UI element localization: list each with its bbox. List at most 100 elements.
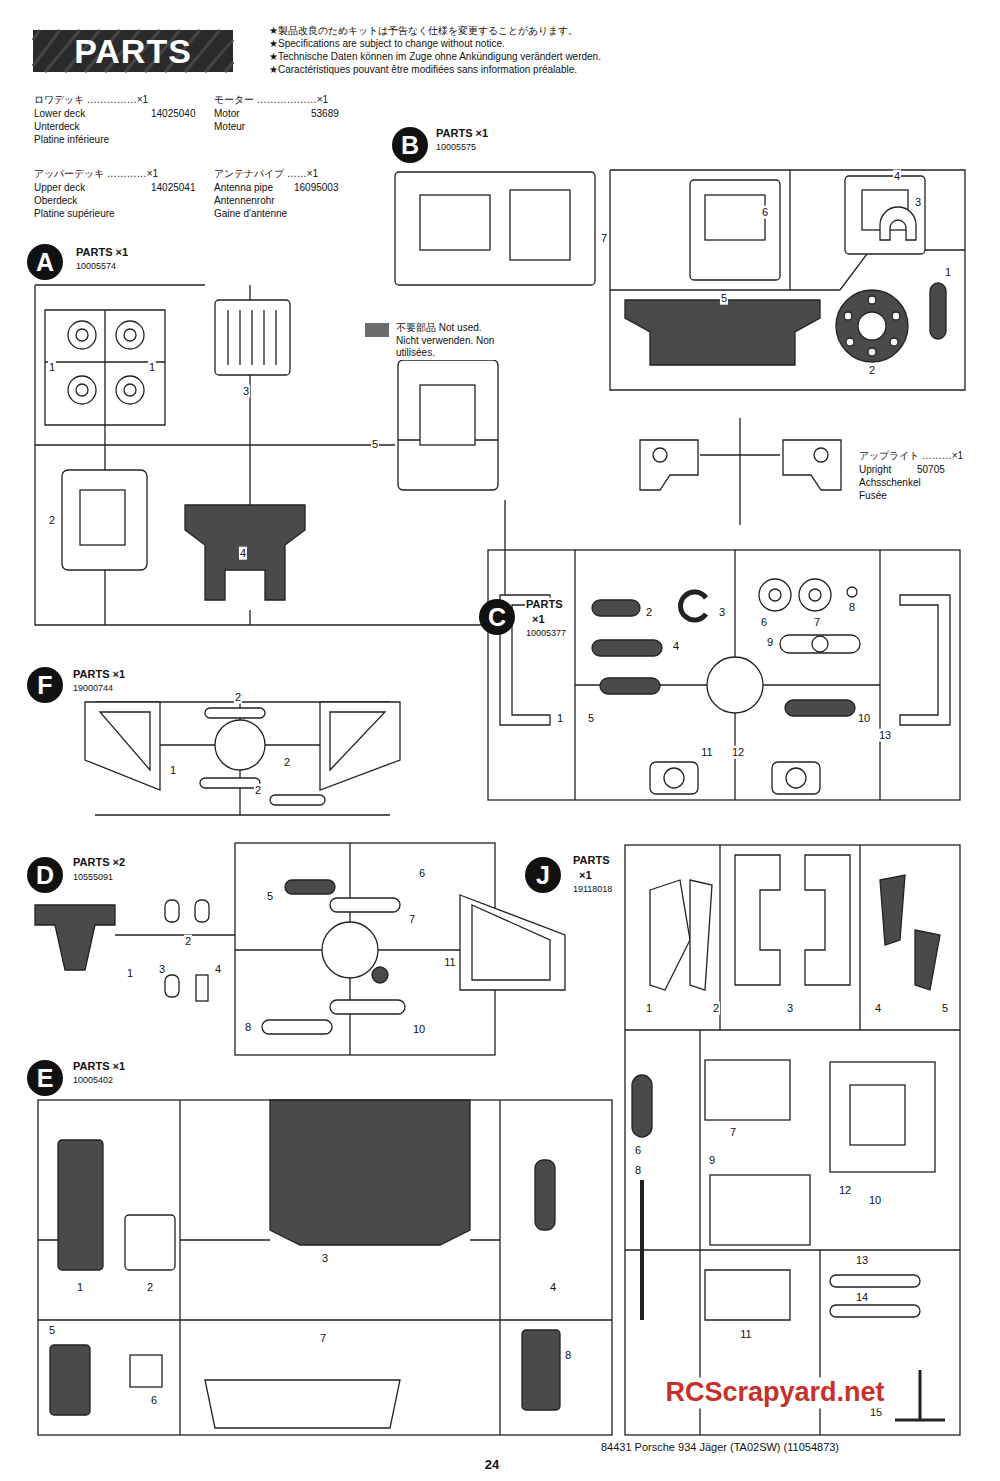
sprue-a-shape (398, 360, 498, 490)
sprue-b-shape (846, 338, 854, 346)
sprue-f (85, 702, 400, 815)
part-label: 50705 (916, 464, 946, 476)
sprue-f-shape (330, 712, 385, 770)
callout-number: 4 (549, 1281, 557, 1294)
sprue-e-shape (125, 1215, 175, 1270)
callout-number: 3 (321, 1252, 329, 1265)
sprue-d-shape (235, 843, 495, 1055)
sprue-d-shape (165, 900, 179, 922)
sprue-j-shape (705, 1060, 790, 1120)
sprue-j-shape (805, 855, 850, 985)
sprue-j-shape (640, 1180, 644, 1320)
callout-number: 4 (672, 640, 680, 653)
callout-number: 8 (244, 1021, 252, 1034)
sprue-letter-circle: A (27, 244, 63, 280)
callout-number: 7 (600, 232, 608, 245)
part-label: モーター ………………×1 (213, 94, 329, 106)
callout-number: 12 (731, 746, 745, 759)
part-label: Platine inférieure (33, 134, 110, 146)
callout-number: 9 (708, 1154, 716, 1167)
callout-number: 11 (700, 746, 713, 759)
sprue-c-shape (785, 700, 855, 716)
sprue-c-shape (650, 762, 698, 794)
part-label: アッパーデッキ …………×1 (33, 168, 159, 180)
callout-number: 2 (868, 364, 876, 377)
callout-number: 2 (234, 691, 242, 704)
part-label: Fusée (858, 490, 888, 502)
callout-number: 84431 Porsche 934 Jäger (TA02SW) (110548… (600, 1441, 840, 1454)
sprue-letter-circle: B (392, 127, 428, 163)
callout-number: 2 (283, 756, 291, 769)
callout-number: 7 (408, 913, 416, 926)
callout-number: 10 (857, 712, 871, 725)
sprue-d-shape (262, 1020, 332, 1034)
callout-number: 1 (944, 266, 952, 279)
callout-number: 10 (868, 1194, 882, 1207)
sprue-a-shape (116, 321, 144, 349)
sprue-e-shape (522, 1330, 560, 1410)
sprue-letter: B (401, 133, 419, 158)
sprue-b-shape (858, 312, 886, 340)
sprue-c-shape (664, 768, 684, 788)
sprue-d-shape (472, 905, 550, 980)
callout-number: 2 (254, 784, 262, 797)
callout-number: 2 (645, 606, 653, 619)
upright-sprue-shape (640, 440, 698, 490)
callout-number: 6 (634, 1144, 642, 1157)
sprue-d-shape (195, 900, 209, 922)
sprue-j-shape (915, 930, 940, 990)
sprue-c (488, 550, 960, 800)
sprue-c-shape (488, 550, 960, 800)
title-heading: PARTS (33, 30, 233, 72)
callout-number: 6 (418, 867, 426, 880)
upright-sprue-shape (653, 448, 667, 462)
sprue-d-shape (330, 898, 400, 912)
sprue-letter: F (37, 673, 52, 698)
sprue-a-shape (76, 329, 88, 341)
sprue-a-shape (80, 490, 125, 545)
sprue-e-shape (205, 1380, 400, 1428)
sprue-c-shape (772, 762, 820, 794)
sprue-f-shape (100, 712, 150, 770)
title-band-shape (33, 30, 233, 72)
sprue-b-shape (610, 170, 965, 390)
sprue-c-shape (592, 600, 640, 616)
sprue-letter-circle: D (27, 857, 63, 893)
part-label: ×1 (578, 869, 593, 882)
sprue-b-shape (690, 180, 780, 280)
upright-sprue-shape (814, 448, 828, 462)
callout-number: 6 (760, 616, 768, 629)
sprue-d-shape (115, 843, 495, 1055)
callout-number: 5 (266, 890, 274, 903)
sprue-b-shape (844, 312, 852, 320)
sprue-f-shape (320, 702, 400, 790)
part-label: PARTS ×1 (72, 1060, 126, 1073)
sprue-d (35, 843, 565, 1055)
sprue-a-shape (116, 376, 144, 404)
sprue-d-shape (285, 880, 335, 894)
sprue-e-shape (38, 1100, 612, 1435)
sprue-letter-circle: E (27, 1060, 63, 1096)
part-label: ×1 (531, 613, 546, 626)
sprue-letter-circle: F (27, 667, 63, 703)
callout-number: 2 (146, 1281, 154, 1294)
sprue-j-shape (710, 1175, 810, 1245)
sprue-c-shape (809, 589, 821, 601)
callout-number: 1 (48, 361, 56, 374)
part-label: Antenna pipe (213, 182, 274, 194)
sprue-c-shape (681, 592, 706, 620)
callout-number: 1 (126, 967, 134, 980)
sprue-f-shape (85, 702, 160, 790)
part-label: 19000744 (72, 683, 114, 693)
sprue-j-shape (625, 845, 960, 1435)
callout-number: 8 (848, 601, 856, 614)
callout-number: 2 (48, 514, 56, 527)
part-label: ★Caractéristiques pouvant être modifiées… (268, 64, 578, 76)
part-label: 14025041 (150, 182, 197, 194)
callout-number: 7 (813, 616, 821, 629)
sprue-b-shape (890, 338, 898, 346)
callout-number: 6 (761, 206, 769, 219)
part-label: 10005575 (435, 142, 477, 152)
